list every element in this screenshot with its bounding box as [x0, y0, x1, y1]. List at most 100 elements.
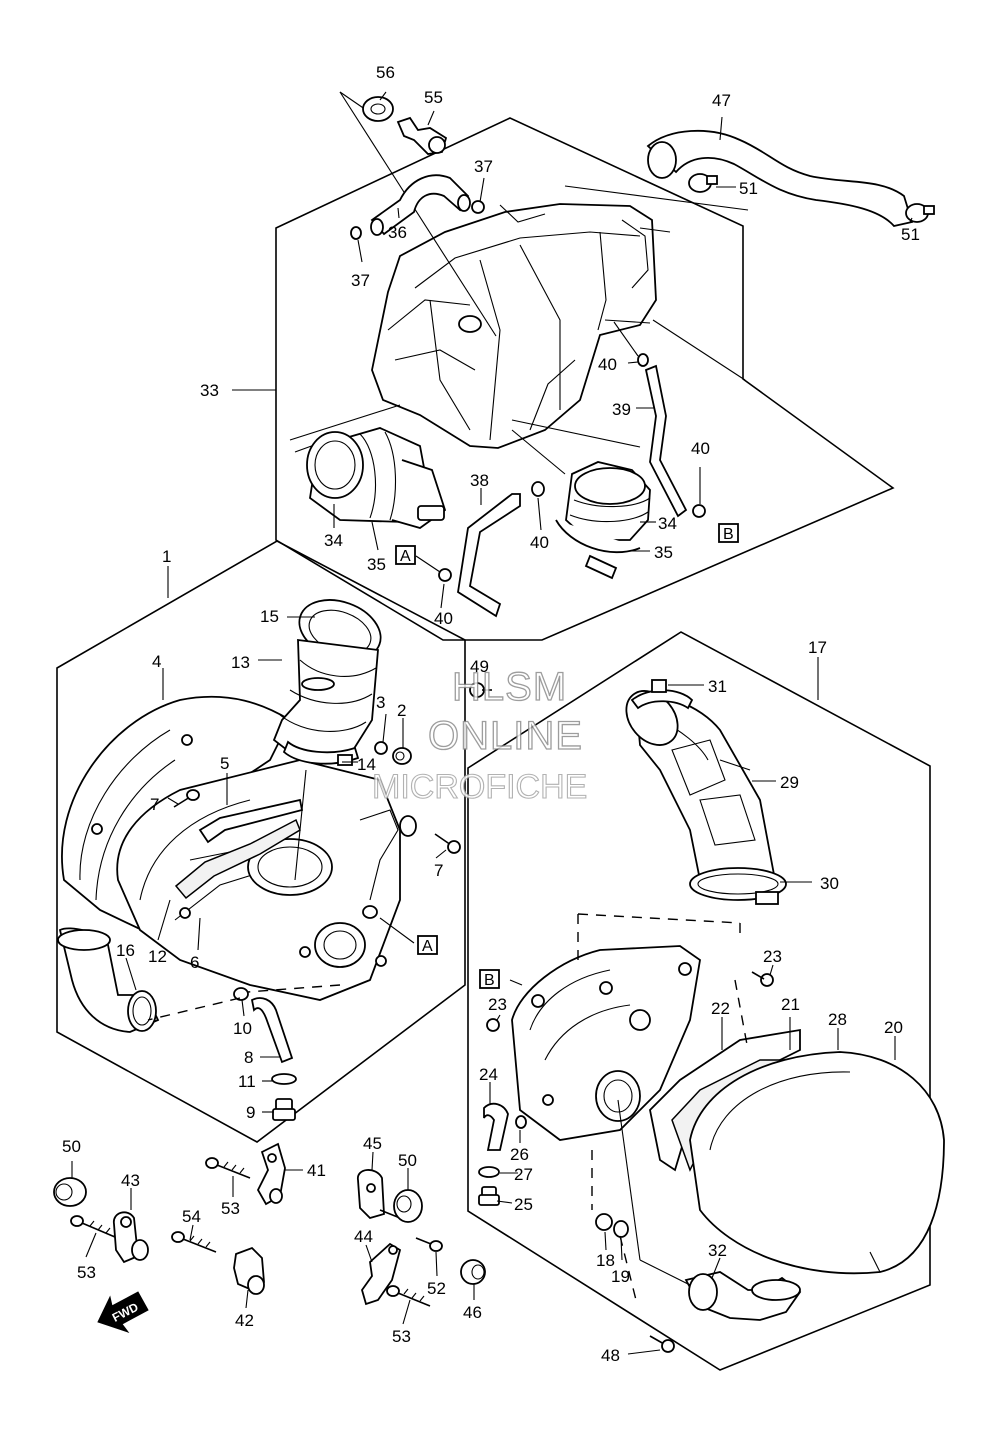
callout-36: 36 — [388, 223, 407, 242]
bolt-53-right — [386, 1285, 431, 1307]
bolt-52 — [415, 1237, 443, 1252]
callout-6: 6 — [190, 953, 199, 972]
callout-17: 17 — [808, 638, 827, 657]
callout-25: 25 — [514, 1195, 533, 1214]
callout-7: 7 — [434, 861, 443, 880]
duct-13 — [272, 638, 379, 761]
callout-51: 51 — [739, 179, 758, 198]
clip-40-right — [692, 504, 706, 518]
callout-15: 15 — [260, 607, 279, 626]
watermark: HLSM ONLINE MICROFICHE — [371, 664, 587, 806]
valve-55 — [396, 116, 448, 155]
callout-34: 34 — [658, 514, 677, 533]
callout-48: 48 — [601, 1346, 620, 1365]
callout-37: 37 — [351, 271, 370, 290]
callout-40: 40 — [598, 355, 617, 374]
clip-40-top — [531, 481, 545, 497]
callout-46: 46 — [463, 1303, 482, 1322]
callout-21: 21 — [781, 995, 800, 1014]
callout-56: 56 — [376, 63, 395, 82]
callout-10: 10 — [233, 1019, 252, 1038]
clip-26 — [515, 1115, 527, 1129]
callout-55: 55 — [424, 88, 443, 107]
callout-45: 45 — [363, 1134, 382, 1153]
grommet-46 — [460, 1259, 486, 1285]
screw-23-right — [760, 973, 774, 987]
clamp-10 — [233, 987, 249, 1001]
inlet-boot-left — [306, 427, 447, 529]
clip-11 — [271, 1073, 297, 1085]
callout-27: 27 — [514, 1165, 533, 1184]
callout-53: 53 — [77, 1263, 96, 1282]
callout-40: 40 — [691, 439, 710, 458]
ref-box-a-bottom: A — [417, 935, 438, 955]
hose-39 — [644, 364, 688, 518]
callout-32: 32 — [708, 1241, 727, 1260]
hose-8 — [250, 997, 294, 1064]
callout-2: 2 — [397, 701, 406, 720]
cover-20 — [689, 1051, 945, 1275]
callout-28: 28 — [828, 1010, 847, 1029]
air-cleaner-case — [371, 203, 657, 449]
callout-42: 42 — [235, 1311, 254, 1330]
bolt-48 — [649, 1335, 675, 1353]
callout-13: 13 — [231, 653, 250, 672]
callout-37: 37 — [474, 157, 493, 176]
callout-40: 40 — [434, 609, 453, 628]
callout-22: 22 — [711, 999, 730, 1018]
callout-50: 50 — [62, 1137, 81, 1156]
collar-19 — [613, 1220, 629, 1238]
callout-11: 11 — [238, 1072, 256, 1091]
clamp-31 — [630, 679, 694, 710]
callout-50: 50 — [398, 1151, 417, 1170]
clip-51b — [905, 203, 935, 223]
assembly-33-outline — [275, 117, 895, 641]
bracket-44 — [361, 1242, 402, 1306]
svg-text:A: A — [400, 548, 411, 565]
clip-37b — [471, 200, 485, 214]
callout-43: 43 — [121, 1171, 140, 1190]
callout-18: 18 — [596, 1251, 615, 1270]
callout-53: 53 — [392, 1327, 411, 1346]
callout-5: 5 — [220, 754, 229, 773]
callout-3: 3 — [376, 693, 385, 712]
screw-23-left — [486, 1018, 500, 1032]
frame-12 — [116, 759, 417, 1001]
elbow-16 — [57, 927, 160, 1033]
assembly-1-outline — [56, 540, 466, 1143]
clamp-30 — [689, 867, 787, 905]
svg-text:B: B — [484, 972, 495, 989]
assembly-17-outline — [467, 631, 931, 1371]
clip-40-upper — [637, 353, 649, 367]
grommet-56 — [362, 96, 394, 122]
screw-7-right — [434, 833, 461, 854]
clip-40-low — [438, 568, 452, 582]
clip-27 — [478, 1166, 500, 1178]
callout-29: 29 — [780, 773, 799, 792]
bolt-49 — [469, 682, 492, 698]
callout-49: 49 — [470, 657, 489, 676]
nut-3 — [374, 741, 388, 755]
callout-35: 35 — [654, 543, 673, 562]
ref-box-b-top: B — [718, 523, 739, 543]
fitting-9 — [272, 1098, 296, 1121]
svg-text:B: B — [723, 526, 734, 543]
callout-24: 24 — [479, 1065, 498, 1084]
hose-38 — [457, 493, 521, 618]
callout-51: 51 — [901, 225, 920, 244]
callout-1: 1 — [162, 547, 171, 566]
callout-44: 44 — [354, 1227, 373, 1246]
callout-23: 23 — [763, 947, 782, 966]
callout-31: 31 — [708, 677, 727, 696]
callout-53: 53 — [221, 1199, 240, 1218]
watermark-line-3: MICROFICHE — [372, 768, 587, 806]
bolt-54 — [171, 1231, 217, 1253]
callout-23: 23 — [488, 995, 507, 1014]
clamp-14 — [282, 740, 360, 766]
callout-19: 19 — [611, 1267, 630, 1286]
callout-39: 39 — [612, 400, 631, 419]
hose-24 — [483, 1102, 509, 1151]
grommet-50-right — [393, 1189, 423, 1223]
callout-20: 20 — [884, 1018, 903, 1037]
